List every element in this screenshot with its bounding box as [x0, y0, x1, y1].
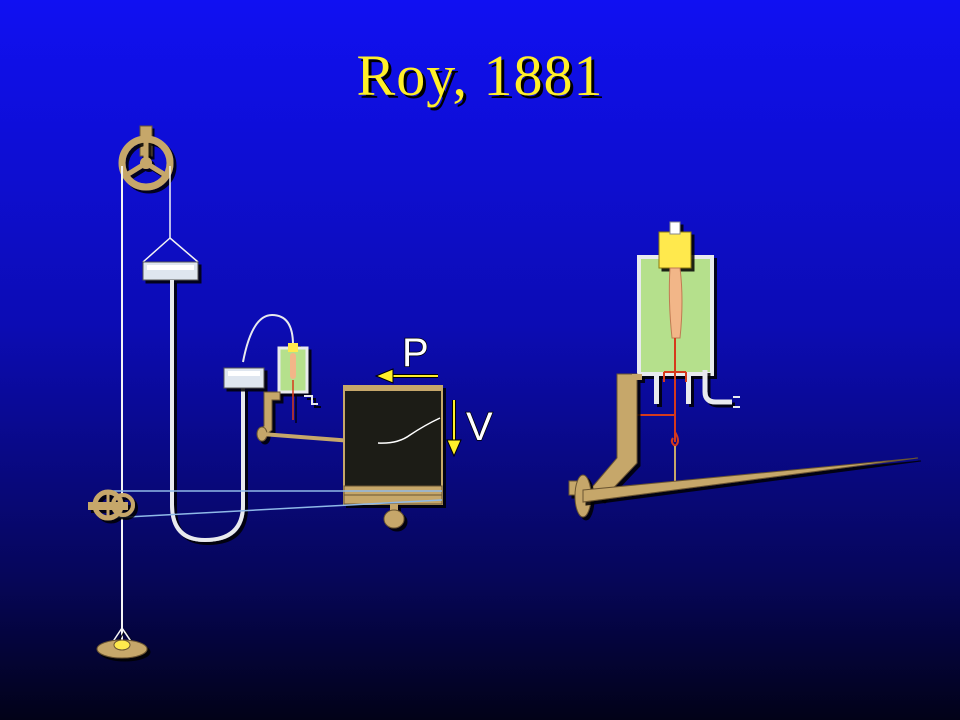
- hanging-pan: [142, 237, 199, 281]
- drum-base-knob: [383, 504, 405, 529]
- outlet-pipe: [702, 370, 732, 405]
- volume-arrow: [446, 400, 462, 458]
- recorded-trace: [377, 417, 441, 444]
- large-writing-lever: [582, 457, 919, 503]
- slide-title: Roy, 1881: [356, 43, 604, 108]
- volume-label: V: [466, 405, 493, 449]
- clockwork-wheel: [88, 489, 135, 521]
- connection-arc-tube: [242, 313, 294, 363]
- bath-bottom-ports: [654, 374, 691, 404]
- pressure-label: P: [402, 331, 429, 375]
- pressure-arrow: [374, 368, 438, 384]
- small-muscle-chamber: [277, 343, 318, 420]
- large-lever-bracket: [587, 373, 642, 501]
- counterweight: [96, 627, 148, 659]
- drive-belt-lower: [107, 499, 443, 519]
- connecting-rod: [637, 338, 687, 485]
- large-muscle-strip: [668, 267, 683, 339]
- kymograph-drum: [343, 385, 443, 505]
- pressure-u-tube: [170, 280, 245, 543]
- top-clamp: [658, 221, 692, 269]
- top-pulley-wheel: [118, 135, 174, 191]
- reservoir-box: [223, 367, 265, 389]
